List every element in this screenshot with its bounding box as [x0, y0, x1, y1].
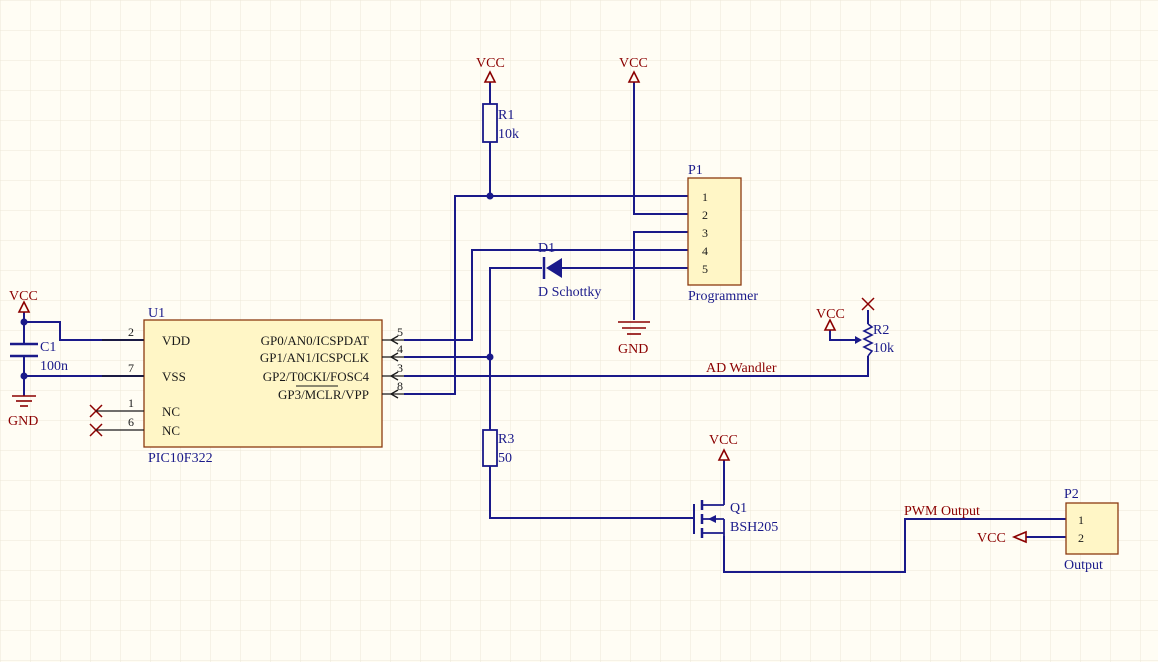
- u1-designator: U1: [148, 306, 165, 321]
- u1-pin-number: 4: [397, 342, 403, 356]
- u1-pin-number: 1: [128, 396, 134, 410]
- p2-value: Output: [1064, 558, 1103, 573]
- connector-p1[interactable]: P1 Programmer 1 2 3 4 5: [687, 163, 758, 304]
- r1-designator: R1: [498, 108, 514, 123]
- svg-text:VCC: VCC: [816, 307, 845, 322]
- gnd-symbol-p1: GND: [618, 321, 650, 357]
- p1-designator: P1: [688, 163, 703, 178]
- u1-right-pins: 5 4 3 8 GP0/AN0/ICSPDAT GP1/AN1/ICSPCLK …: [260, 325, 404, 402]
- u1-pin-name: GP1/AN1/ICSPCLK: [260, 350, 370, 365]
- diode-d1[interactable]: D1 D Schottky: [538, 241, 601, 300]
- u1-pin-name: GP3/MCLR/VPP: [278, 387, 369, 402]
- u1-pin-name: GP2/T0CKI/FOSC4: [263, 369, 370, 384]
- u1-value: PIC10F322: [148, 451, 213, 466]
- ic-u1[interactable]: U1 PIC10F322 2 7 1 6 VDD VSS NC NC 5: [96, 306, 404, 466]
- svg-text:VCC: VCC: [977, 531, 1006, 546]
- q1-designator: Q1: [730, 501, 747, 516]
- svg-text:VCC: VCC: [619, 56, 648, 71]
- vcc-symbol-r1: VCC: [476, 56, 505, 83]
- net-label-ad-wandler[interactable]: AD Wandler: [706, 361, 777, 376]
- potentiometer-r2[interactable]: R2 10k: [855, 323, 894, 357]
- p1-pin-number: 5: [702, 262, 708, 276]
- u1-pin-number: 6: [128, 415, 134, 429]
- mosfet-q1[interactable]: Q1 BSH205: [693, 500, 778, 538]
- u1-pin-number: 8: [397, 379, 403, 393]
- p1-pin-number: 4: [702, 244, 708, 258]
- u1-pin-name: GP0/AN0/ICSPDAT: [261, 333, 369, 348]
- r2-designator: R2: [873, 323, 889, 338]
- svg-text:VCC: VCC: [709, 433, 738, 448]
- net-label-pwm-output[interactable]: PWM Output: [904, 504, 980, 519]
- wires: [23, 82, 1066, 573]
- svg-text:GND: GND: [8, 414, 38, 429]
- p1-pin-number: 1: [702, 190, 708, 204]
- u1-pin-number: 7: [128, 361, 134, 375]
- d1-designator: D1: [538, 241, 555, 256]
- resistor-r3[interactable]: R3 50: [482, 429, 514, 467]
- c1-value: 100n: [40, 359, 68, 374]
- junctions: [20, 192, 494, 380]
- u1-pin-number: 2: [128, 325, 134, 339]
- svg-text:GND: GND: [618, 342, 648, 357]
- r3-value: 50: [498, 451, 512, 466]
- svg-text:VCC: VCC: [476, 56, 505, 71]
- svg-text:VCC: VCC: [9, 289, 38, 304]
- connector-p2[interactable]: P2 Output 1 2: [1064, 487, 1119, 573]
- q1-value: BSH205: [730, 520, 778, 535]
- resistor-r1[interactable]: R1 10k: [482, 103, 519, 143]
- vcc-symbol-p2: VCC: [977, 530, 1027, 546]
- u1-pin-name: VDD: [162, 333, 190, 348]
- u1-pin-number: 3: [397, 361, 403, 375]
- u1-left-pins: 2 7 1 6 VDD VSS NC NC: [96, 325, 190, 438]
- p2-designator: P2: [1064, 487, 1079, 502]
- p2-pin-number: 1: [1078, 513, 1084, 527]
- gnd-symbol-c1: GND: [8, 395, 38, 429]
- p1-pin-number: 2: [702, 208, 708, 222]
- u1-pin-name: NC: [162, 423, 180, 438]
- d1-value: D Schottky: [538, 285, 601, 300]
- p1-pin-number: 3: [702, 226, 708, 240]
- u1-pin-name: VSS: [162, 369, 186, 384]
- u1-pin-name: NC: [162, 404, 180, 419]
- vcc-symbol-p1: VCC: [619, 56, 648, 83]
- p2-pin-number: 2: [1078, 531, 1084, 545]
- r1-value: 10k: [498, 127, 519, 142]
- u1-pin-number: 5: [397, 325, 403, 339]
- vcc-symbol-c1: VCC: [9, 289, 38, 313]
- p1-value: Programmer: [688, 289, 758, 304]
- vcc-symbol-r2: VCC: [816, 307, 845, 331]
- r3-designator: R3: [498, 432, 514, 447]
- vcc-symbol-q1: VCC: [709, 433, 738, 461]
- r2-value: 10k: [873, 341, 894, 356]
- c1-designator: C1: [40, 340, 56, 355]
- capacitor-c1[interactable]: C1 100n: [10, 340, 68, 374]
